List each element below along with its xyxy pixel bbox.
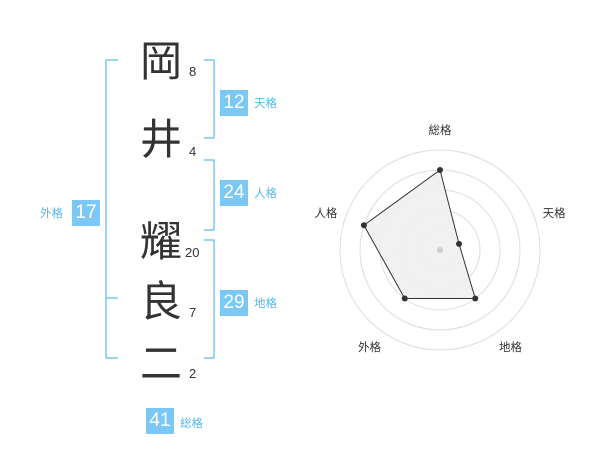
name-char-4: 良 [139,277,182,326]
tenkaku-label: 天格 [254,96,277,110]
radar-axis-label-1: 総格 [429,123,452,137]
radar-ring [339,149,541,351]
gaikaku-label: 外格 [40,206,63,220]
radar-axis-label-3: 地格 [499,340,522,354]
radar-axis-label-2: 天格 [543,206,566,220]
jinkaku-value: 24 [220,180,248,206]
radar-point-1 [437,167,443,173]
stroke-count-1: 8 [189,64,197,79]
tenkaku-value: 12 [220,90,248,116]
radar-axis-label-5: 人格 [314,206,337,220]
gaikaku-value: 17 [72,200,100,226]
radar-point-3 [472,295,479,302]
radar-point-4 [401,295,408,302]
name-char-1: 岡 [139,37,182,86]
name-char-2: 井 [139,115,182,164]
name-char-3: 耀 [139,217,182,266]
radar-axis-label-4: 外格 [358,340,381,354]
stroke-count-5: 2 [189,366,197,381]
stroke-count-2: 4 [189,144,197,159]
soukaku-label: 総格 [180,416,203,430]
stroke-count-3: 20 [185,245,200,260]
radar-point-2 [456,240,463,247]
chikaku-value: 29 [220,290,248,316]
name-char-5: 二 [139,339,182,388]
radar-area [363,169,476,300]
jinkaku-label: 人格 [254,186,277,200]
stroke-count-4: 7 [189,305,197,320]
radar-center [437,247,443,253]
soukaku-value: 41 [146,408,174,434]
chikaku-label: 地格 [254,296,277,310]
radar-point-5 [360,222,367,229]
